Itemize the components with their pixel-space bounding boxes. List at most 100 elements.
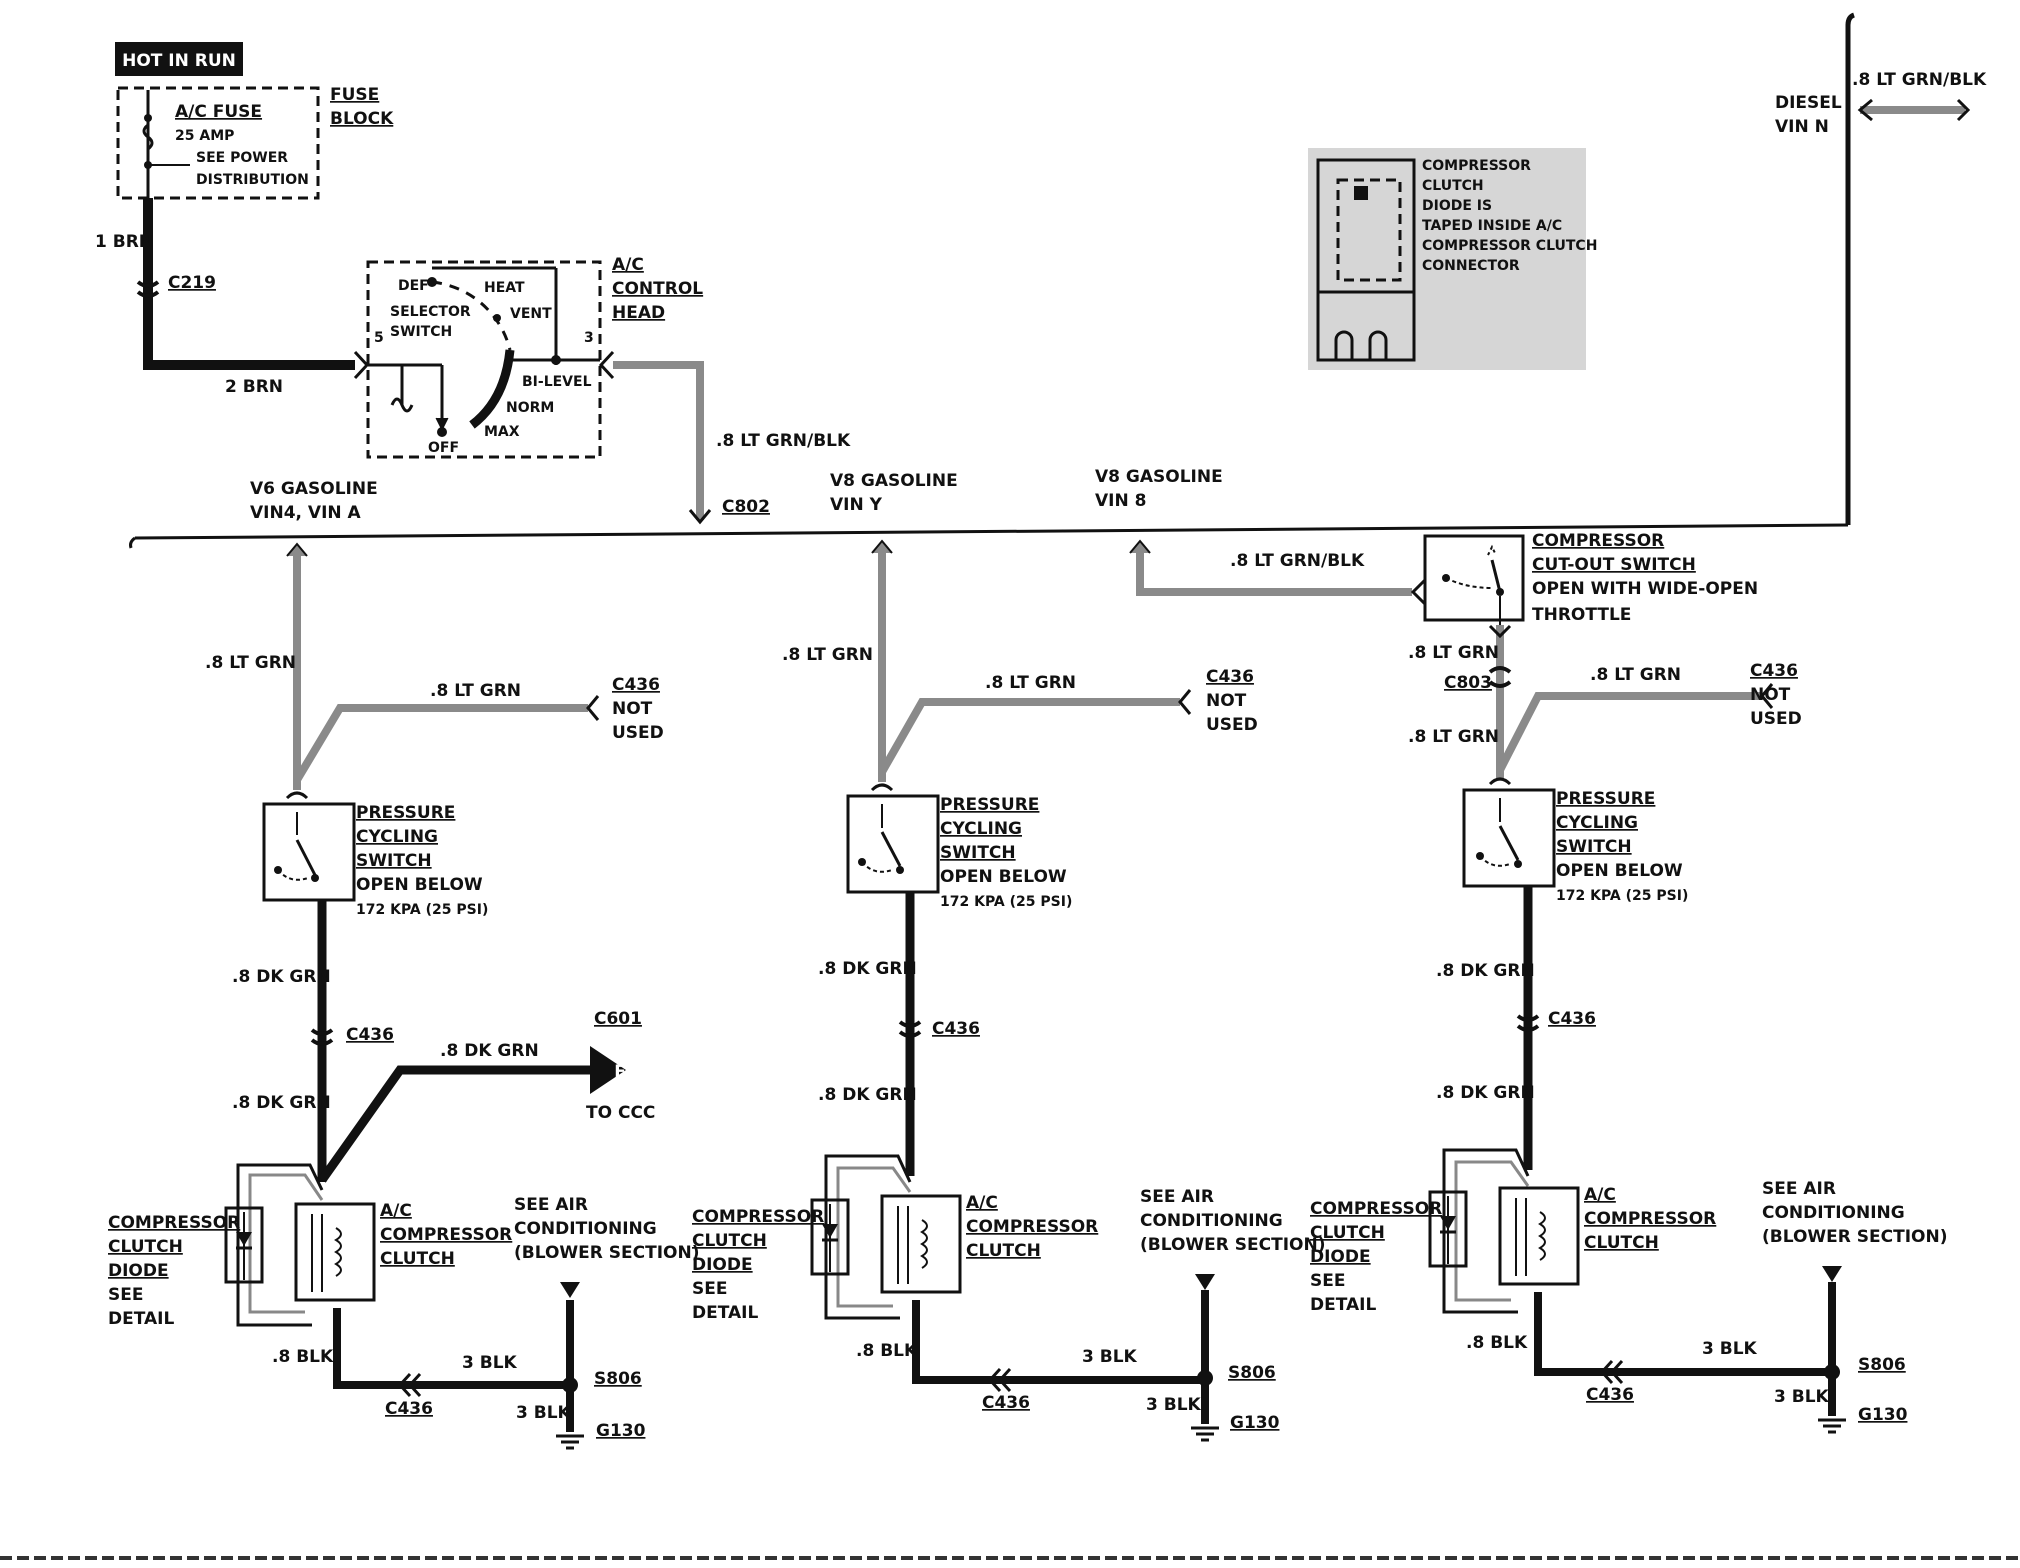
engine-v6-2: VIN4, VIN A (250, 503, 362, 523)
s3-clutch-l3: CLUTCH (1584, 1233, 1659, 1253)
s3-pressure-switch (1462, 788, 1556, 888)
fuse-name: A/C FUSE (175, 102, 262, 122)
s3-see-air-l1: SEE AIR (1762, 1179, 1836, 1199)
s3-used: USED (1750, 709, 1802, 729)
s1-e-letter: E (614, 1062, 626, 1082)
s2-diode-l3: DIODE (692, 1255, 753, 1275)
s3-wire-dkgrn-2: .8 DK GRN (1436, 1083, 1535, 1103)
wire-brn (143, 198, 355, 370)
s1-diode-l5: DETAIL (108, 1309, 174, 1329)
s1-see-air-l1: SEE AIR (514, 1195, 588, 1215)
main-bus (134, 523, 1849, 540)
engine-v8y-2: VIN Y (830, 495, 883, 515)
control-bilevel: BI-LEVEL (522, 374, 592, 390)
s3-pressure-l5: 172 KPA (25 PSI) (1556, 888, 1688, 904)
s3-see-air-l2: CONDITIONING (1762, 1203, 1905, 1223)
cutout-switch (1423, 534, 1525, 622)
detail-line-2: CLUTCH (1422, 178, 1484, 194)
s2-wire-blk3-v: 3 BLK (1146, 1395, 1202, 1415)
s3-wire-blk8: .8 BLK (1466, 1333, 1528, 1353)
connector-c803: C803 (1444, 673, 1492, 693)
s2-pressure-l3: SWITCH (940, 843, 1016, 863)
s3-wire-ltgrnblk: .8 LT GRN/BLK (1230, 551, 1365, 571)
s1-wire-dkgrn-1: .8 DK GRN (232, 967, 331, 987)
control-norm: NORM (506, 400, 554, 416)
s3-s806: S806 (1858, 1355, 1906, 1375)
s3-wire-blk3-v: 3 BLK (1774, 1387, 1830, 1407)
control-max: MAX (484, 424, 520, 440)
s1-wire-dkgrn-h: .8 DK GRN (440, 1041, 539, 1061)
s2-pressure-switch (846, 794, 940, 894)
detail-line-4: TAPED INSIDE A/C (1422, 218, 1562, 234)
wire-diesel-feed (1845, 12, 1855, 525)
s2-diode-l4: SEE (692, 1279, 727, 1299)
wire-label-1brn: 1 BRN (95, 232, 153, 252)
diode-detail-inset: COMPRESSOR CLUTCH DIODE IS TAPED INSIDE … (1308, 148, 1597, 370)
s1-g130: G130 (596, 1421, 646, 1441)
wire-control-to-bus (613, 361, 704, 520)
s2-see-air-l2: CONDITIONING (1140, 1211, 1283, 1231)
fuse-block: A/C FUSE 25 AMP SEE POWER DISTRIBUTION F… (116, 85, 394, 200)
s2-clutch-l3: CLUTCH (966, 1241, 1041, 1261)
s1-wire-ltgrn-v: .8 LT GRN (205, 653, 296, 673)
s1-not: NOT (612, 699, 653, 719)
s2-clutch-l1: A/C (966, 1193, 998, 1213)
s3-pressure-l3: SWITCH (1556, 837, 1632, 857)
s3-clutch-l2: COMPRESSOR (1584, 1209, 1716, 1229)
detail-line-1: COMPRESSOR (1422, 158, 1531, 174)
detail-line-5: COMPRESSOR CLUTCH (1422, 238, 1597, 254)
s1-diode-l1: COMPRESSOR (108, 1213, 240, 1233)
section-v8y: .8 LT GRN .8 LT GRN C436 NOT USED PRESSU… (692, 539, 1325, 1442)
ac-control-head: DEF HEAT VENT SELECTOR SWITCH BI-LEVEL N… (353, 255, 703, 459)
s3-diode-l4: SEE (1310, 1271, 1345, 1291)
s2-g130: G130 (1230, 1413, 1280, 1433)
s2-wire-blk8: .8 BLK (856, 1341, 918, 1361)
s2-pressure-l4: OPEN BELOW (940, 867, 1067, 887)
s3-diode-l5: DETAIL (1310, 1295, 1376, 1315)
control-selector-2: SWITCH (390, 324, 452, 340)
s2-wire-blk3-h: 3 BLK (1082, 1347, 1138, 1367)
s3-diode-l1: COMPRESSOR (1310, 1199, 1442, 1219)
s3-diode-l3: DIODE (1310, 1247, 1371, 1267)
control-pin-3: 3 (584, 330, 594, 346)
s1-clutch (294, 1202, 376, 1302)
s1-pressure-l4: OPEN BELOW (356, 875, 483, 895)
s2-see-air-l3: (BLOWER SECTION) (1140, 1235, 1325, 1255)
fuse-block-label-1: FUSE (330, 85, 379, 105)
cutout-l3: OPEN WITH WIDE-OPEN (1532, 579, 1758, 599)
s1-pressure-switch (262, 802, 356, 902)
s2-diode (810, 1198, 850, 1276)
control-heat: HEAT (484, 280, 525, 296)
s3-wire-dkgrn-1: .8 DK GRN (1436, 961, 1535, 981)
s2-c436-bot: C436 (982, 1393, 1030, 1413)
wire-label-ltgrnblk-1: .8 LT GRN/BLK (716, 431, 851, 451)
wire-label-ltgrnblk-diesel: .8 LT GRN/BLK (1852, 70, 1987, 90)
detail-line-3: DIODE IS (1422, 198, 1492, 214)
engine-diesel-2: VIN N (1775, 117, 1829, 137)
control-selector-1: SELECTOR (390, 304, 471, 320)
s2-diode-l5: DETAIL (692, 1303, 758, 1323)
s2-not: NOT (1206, 691, 1247, 711)
s1-pressure-l5: 172 KPA (25 PSI) (356, 902, 488, 918)
cutout-l4: THROTTLE (1532, 605, 1631, 625)
s1-wire-ltgrn-h: .8 LT GRN (430, 681, 521, 701)
s2-c436-top: C436 (1206, 667, 1254, 687)
s1-c436-top: C436 (612, 675, 660, 695)
control-pin-5: 5 (374, 330, 384, 346)
s2-wire-dkgrn-1: .8 DK GRN (818, 959, 917, 979)
fuse-see-2: DISTRIBUTION (196, 172, 309, 188)
connector-c219: C219 (168, 273, 216, 293)
detail-line-6: CONNECTOR (1422, 258, 1520, 274)
cutout-l2: CUT-OUT SWITCH (1532, 555, 1696, 575)
s1-c436-bot: C436 (385, 1399, 433, 1419)
cutout-l1: COMPRESSOR (1532, 531, 1664, 551)
s2-diode-l1: COMPRESSOR (692, 1207, 824, 1227)
hot-in-run-tag: HOT IN RUN (115, 42, 243, 76)
s3-pressure-l4: OPEN BELOW (1556, 861, 1683, 881)
s3-diode (1428, 1190, 1468, 1268)
s3-diode-l2: CLUTCH (1310, 1223, 1385, 1243)
s1-diode-l3: DIODE (108, 1261, 169, 1281)
wire-label-2brn: 2 BRN (225, 377, 283, 397)
s3-pressure-l1: PRESSURE (1556, 789, 1655, 809)
s1-pressure-l1: PRESSURE (356, 803, 455, 823)
